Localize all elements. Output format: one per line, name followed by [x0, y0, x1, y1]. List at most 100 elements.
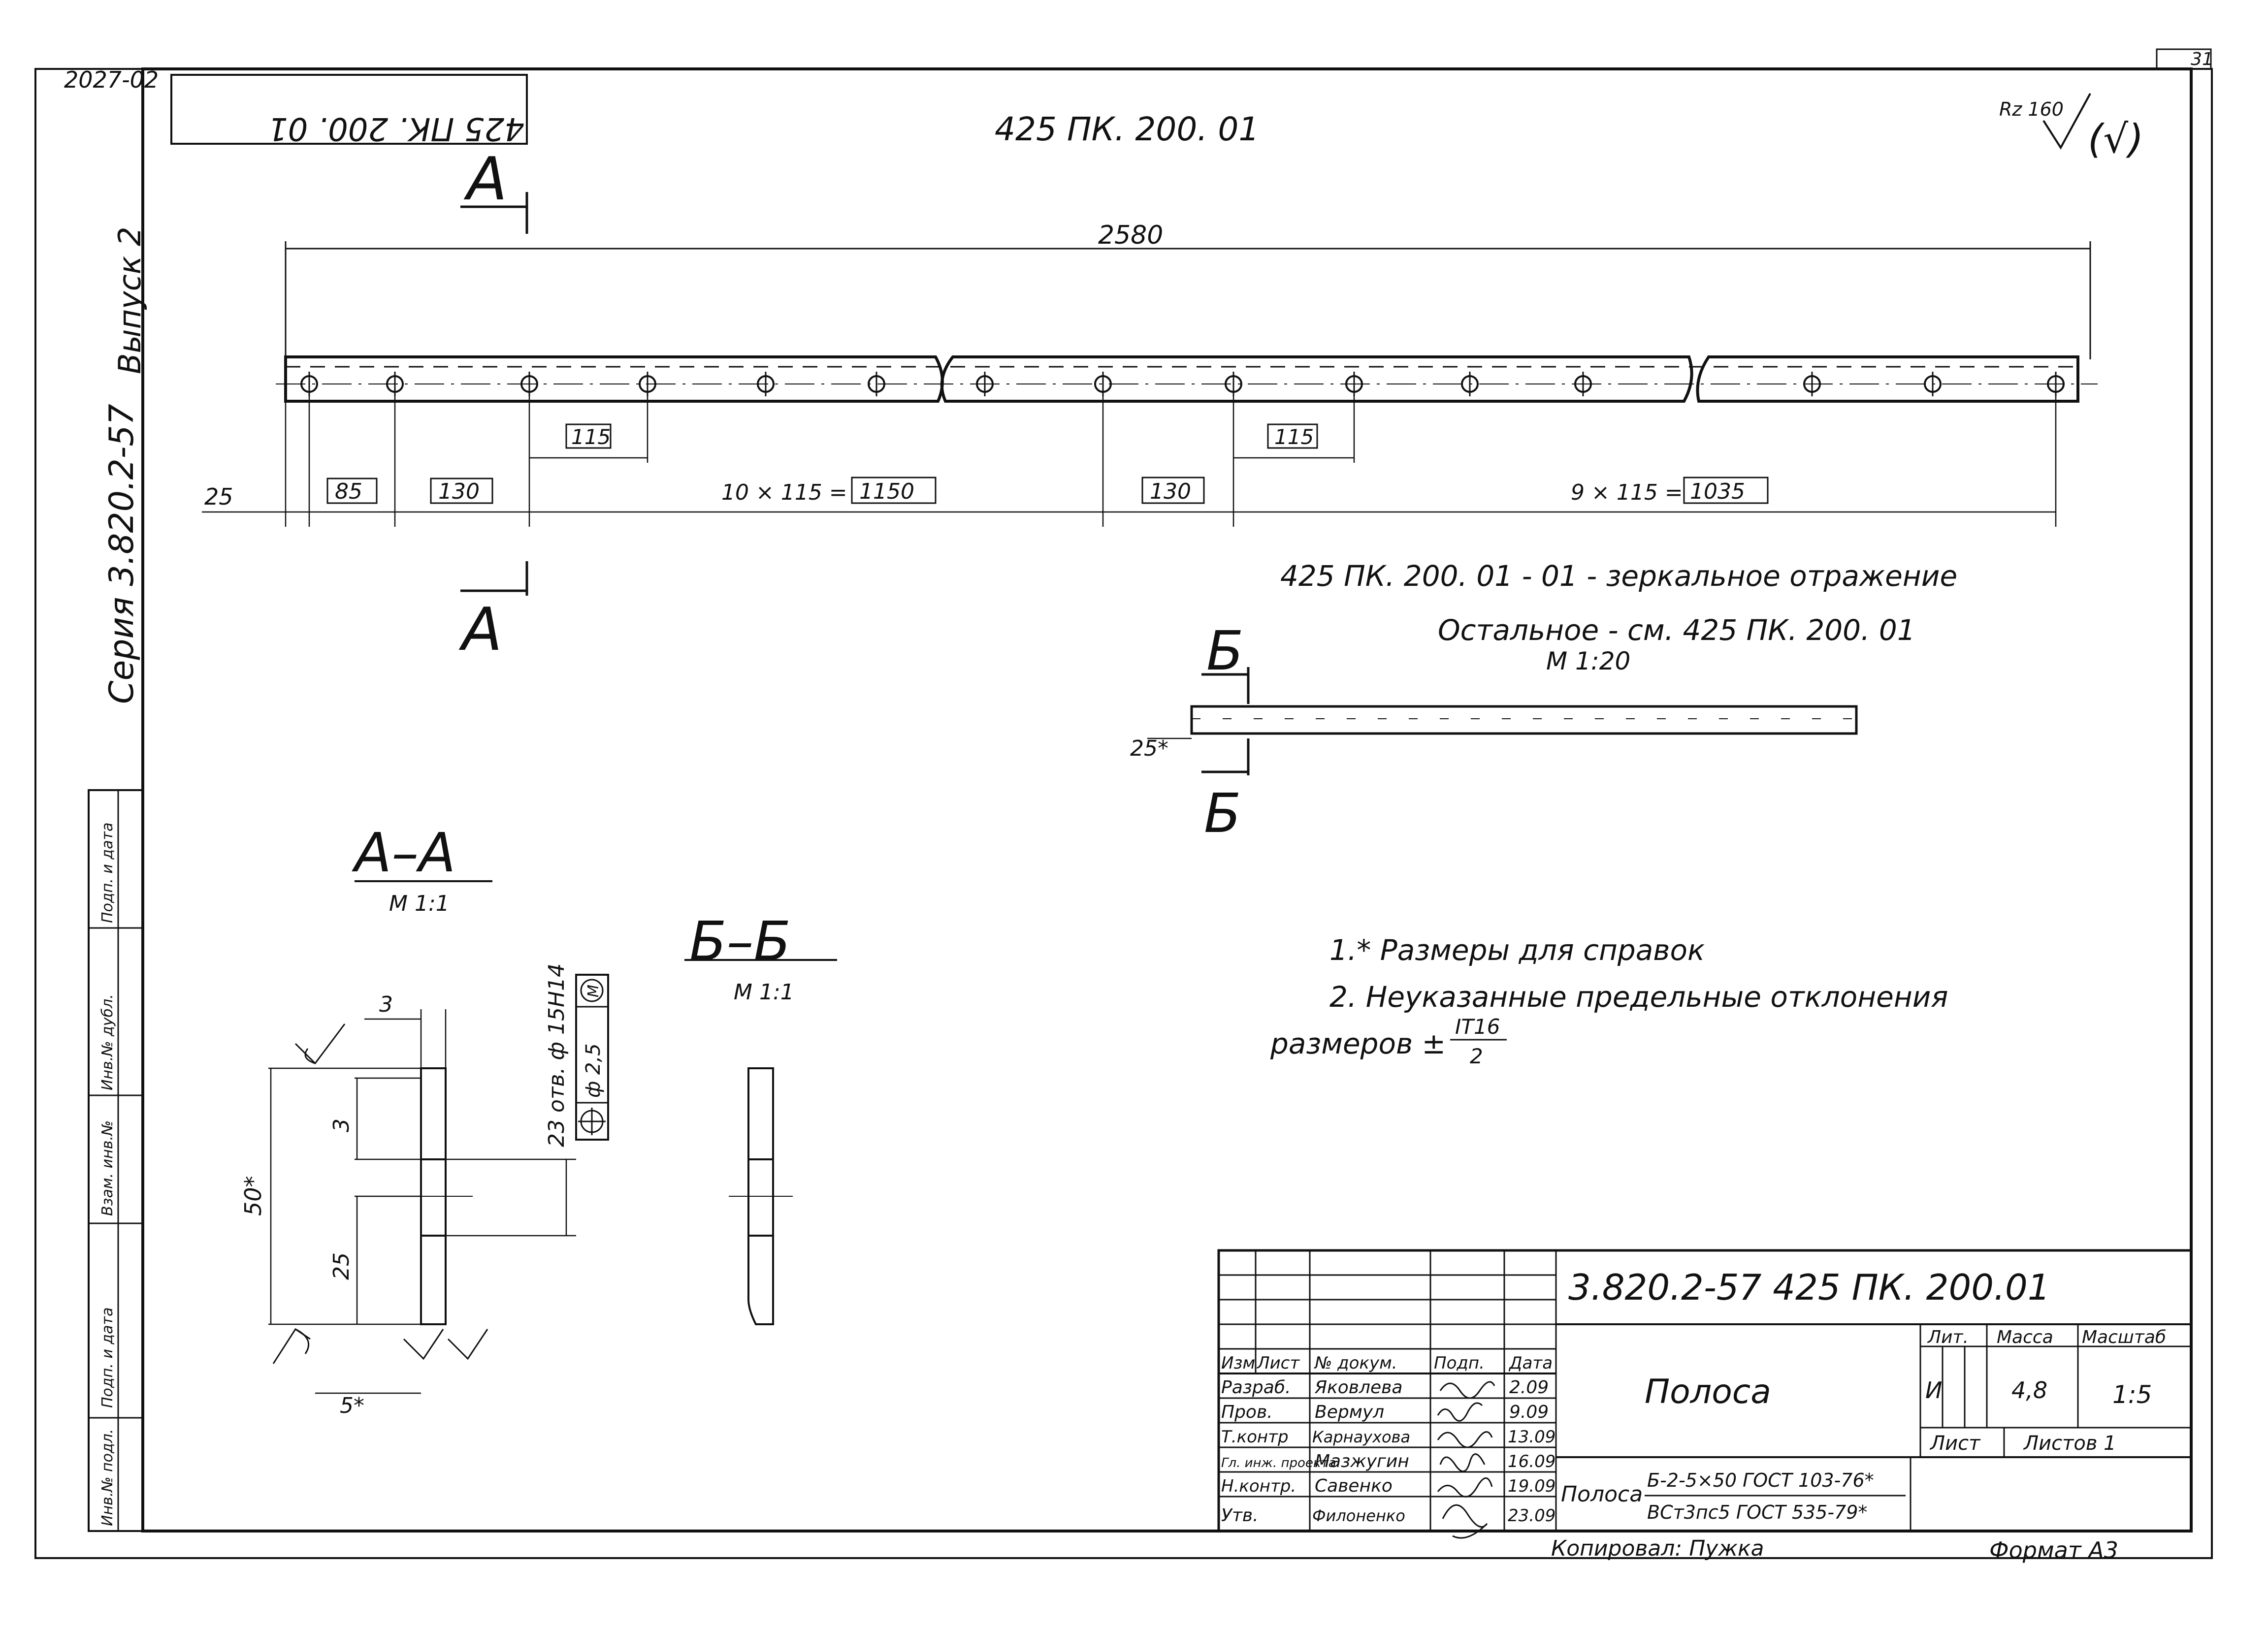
tb-col-doc: № докум.: [1314, 1353, 1397, 1373]
bb-scale: М 1:1: [734, 980, 794, 1005]
tb-row-dev: Разраб. Яковлева 2.09: [1221, 1377, 1549, 1398]
series-label: Серия 3.820.2-57: [102, 404, 141, 704]
aa-holes: 23 отв. ф 15H14: [544, 963, 569, 1147]
dim-115-a: 115: [571, 425, 611, 449]
material-mod-icon: M: [580, 979, 604, 1002]
mirrored-stamp: 425 ПК. 200. 01: [170, 74, 528, 147]
aa-scale: М 1:1: [389, 891, 450, 916]
tb-date: 9.09: [1509, 1402, 1549, 1422]
tb-row-approve: Утв. Филоненко 23.09: [1221, 1505, 1555, 1526]
main-view: А А 2580: [202, 145, 2098, 664]
aa-tolerance-mod: M: [585, 985, 602, 997]
dim-25: 25: [204, 483, 233, 510]
small-view-dim: 25*: [1130, 736, 1168, 761]
archive-code: 2027-02: [64, 66, 159, 93]
header-code: 425 ПК. 200. 01: [995, 110, 1259, 148]
signatures: [1437, 1381, 1495, 1539]
outer-frame: [34, 48, 2213, 1559]
tb-date: 13.09: [1508, 1427, 1555, 1447]
tb-person: Мазжугин: [1315, 1451, 1409, 1471]
tb-role: Разраб.: [1221, 1377, 1291, 1398]
tb-person: Савенко: [1315, 1476, 1393, 1496]
notes: 1.* Размеры для справок 2. Неуказанные п…: [1270, 933, 1948, 1068]
tb-sheets-label: Листов 1: [2023, 1432, 2116, 1455]
hole: [520, 372, 538, 396]
aa-title: А–А: [352, 821, 456, 884]
tb-person: Вермул: [1315, 1402, 1384, 1422]
tb-person: Карнаухова: [1312, 1428, 1410, 1446]
weld-edge-icon: [272, 1023, 488, 1364]
holes-row: [300, 372, 2065, 396]
section-bb: Б–Б М 1:1: [684, 910, 837, 1325]
hole: [868, 372, 885, 396]
hole: [757, 372, 775, 396]
hole: [1574, 372, 1592, 396]
section-a-bottom: А: [458, 596, 502, 664]
stamp-text: 425 ПК. 200. 01: [268, 110, 524, 147]
roughness-paren: (√): [2088, 116, 2143, 162]
tb-row-chief: Гл. инж. проекта Мазжугин 16.09: [1221, 1451, 1555, 1471]
tb-person: Яковлева: [1314, 1377, 1402, 1398]
margin-cell-4: Инв.№ дубл.: [99, 994, 116, 1090]
dim-pattern-2-total: 1035: [1690, 479, 1745, 504]
hole: [1924, 372, 1942, 396]
hole: [2047, 372, 2065, 396]
tb-role: Т.контр: [1221, 1427, 1289, 1447]
tb-name: Полоса: [1645, 1373, 1771, 1411]
section-b-top: Б: [1206, 619, 1243, 682]
section-aa: А–А М 1:1 50* 3 25 3 23 отв. ф 15H14: [240, 821, 609, 1418]
hole: [386, 372, 404, 396]
tb-person: Филоненко: [1312, 1506, 1405, 1525]
section-a-top: А: [463, 145, 507, 214]
note-frac-top: IT16: [1455, 1015, 1500, 1039]
left-margin: Серия 3.820.2-57 Выпуск 2 Инв.№ подл. По…: [88, 227, 148, 1532]
aa-dim-3-side: 3: [329, 1118, 354, 1132]
tb-date: 2.09: [1509, 1377, 1549, 1398]
tb-row-check: Пров. Вермул 9.09: [1221, 1402, 1549, 1422]
tb-role: Гл. инж. проекта: [1221, 1456, 1336, 1470]
tb-material-top: Б-2-5×50 ГОСТ 103-76*: [1647, 1469, 1874, 1491]
aa-dim-50: 50*: [240, 1176, 266, 1216]
tb-mass-value: 4,8: [2011, 1377, 2047, 1404]
mirror-note: 425 ПК. 200. 01 - 01 - зеркальное отраже…: [1280, 559, 1957, 593]
hole: [300, 372, 318, 396]
section-b-bottom: Б: [1204, 782, 1241, 845]
tb-lit-label: Лит.: [1927, 1327, 1969, 1347]
tb-date: 23.09: [1508, 1506, 1555, 1526]
dim-130-b: 130: [1150, 479, 1191, 504]
hole: [1461, 372, 1479, 396]
hole: [1345, 372, 1363, 396]
dim-pattern-1-total: 1150: [859, 479, 914, 504]
tb-col-izm: Изм: [1221, 1353, 1255, 1373]
dim-115-b: 115: [1274, 425, 1314, 449]
tb-role: Пров.: [1221, 1402, 1273, 1422]
tb-mass-label: Масса: [1997, 1327, 2053, 1347]
margin-cell-3: Взам. инв.№: [99, 1120, 116, 1216]
tb-sheet-label: Лист: [1929, 1432, 1981, 1455]
sheet-number: 31: [2191, 49, 2213, 69]
tb-lit-value: И: [1925, 1377, 1942, 1404]
tb-row-ncontrol: Н.контр. Савенко 19.09: [1221, 1476, 1555, 1496]
tb-designation: 3.820.2-57 425 ПК. 200.01: [1568, 1267, 2050, 1308]
roughness-label: Rz 160: [1999, 98, 2064, 120]
tb-scale-label: Масштаб: [2082, 1327, 2166, 1347]
hole: [639, 372, 656, 396]
dim-85: 85: [335, 479, 362, 504]
note-2: 2. Неуказанные предельные отклонения: [1329, 980, 1948, 1014]
title-block: Изм Лист № докум. Подп. Дата Разраб. Яко…: [1217, 1249, 2193, 1539]
bb-title: Б–Б: [689, 910, 791, 973]
tb-scale-value: 1:5: [2112, 1380, 2152, 1409]
tb-date: 19.09: [1508, 1476, 1555, 1496]
dim-pattern-1: 10 × 115 =: [721, 480, 847, 505]
tb-col-sign: Подп.: [1434, 1353, 1485, 1373]
hole: [1225, 372, 1242, 396]
aa-tolerance: ф 2,5: [582, 1043, 605, 1098]
aa-dim-25: 25: [329, 1252, 354, 1280]
sheet-format: Формат А3: [1989, 1537, 2118, 1564]
aa-dim-5: 5*: [340, 1393, 364, 1418]
hole: [976, 372, 994, 396]
small-view-scale: М 1:20: [1546, 647, 1630, 675]
small-view: М 1:20 Б 25* Б: [1130, 619, 1858, 845]
note-1: 1.* Размеры для справок: [1329, 933, 1705, 967]
